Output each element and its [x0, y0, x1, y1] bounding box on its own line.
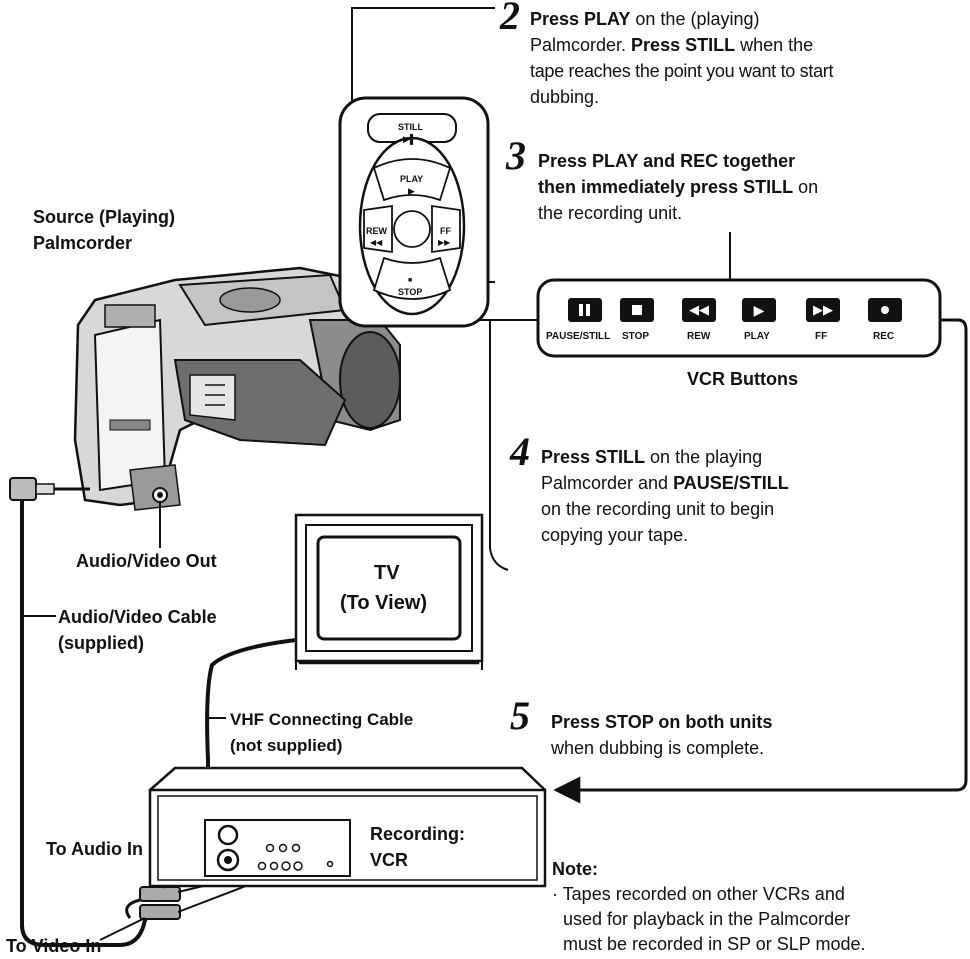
tv-label-line-1: TV	[374, 562, 400, 584]
note-line-1: · Tapes recorded on other VCRs and	[552, 884, 845, 904]
step-3-bold-2: then immediately press STILL	[538, 177, 794, 197]
step-2-bold-2: Press STILL	[631, 35, 736, 55]
fast-forward-icon: ▶▶	[813, 302, 833, 317]
vcr-illustration	[148, 766, 547, 888]
step-4-line-2: Palmcorder and PAUSE/STILL	[541, 472, 789, 494]
step-3-line-3: the recording unit.	[538, 203, 683, 223]
audio-in-label: To Audio In	[46, 839, 143, 859]
tv-illustration	[294, 513, 484, 670]
step-4-text-2: Palmcorder and	[541, 473, 674, 493]
step-5-number: 5	[510, 693, 530, 738]
note-line-3: must be recorded in SP or SLP mode.	[563, 934, 866, 954]
remote-play-label: PLAY	[400, 174, 424, 184]
vcr-label-pause-still: PAUSE/STILL	[546, 331, 611, 342]
vhf-label-line-1: VHF Connecting Cable	[230, 710, 414, 729]
step-5-line-2: when dubbing is complete.	[551, 738, 765, 758]
video-in-label: To Video In	[6, 936, 102, 956]
step-2-line-3: tape reaches the point you want to start	[530, 61, 834, 81]
remote-panel	[338, 96, 490, 328]
step-4-line-1: Press STILL on the playing	[541, 446, 762, 468]
vcr-label-play: PLAY	[744, 331, 770, 342]
remote-rew-label: REW	[366, 226, 387, 236]
vcr-button-stop[interactable]	[620, 298, 654, 322]
source-label-line-1: Source (Playing)	[33, 207, 176, 227]
step-3-number: 3	[506, 133, 526, 178]
step-4-line-3: on the recording unit to begin	[541, 499, 775, 519]
vcr-button-rew[interactable]: ◀◀	[682, 298, 716, 322]
play-icon: ▶	[753, 302, 765, 318]
step-3-line-2: then immediately press STILL on	[538, 176, 818, 198]
av-cable-label-line-1: Audio/Video Cable	[58, 607, 217, 627]
vcr-label-ff: FF	[815, 331, 828, 342]
step-2-line-4: dubbing.	[530, 87, 600, 107]
video-in-leader	[99, 917, 146, 941]
av-cable-label-line-2: (supplied)	[58, 633, 144, 653]
step-2-number: 2	[500, 0, 520, 38]
remote-play-icon: ▶	[408, 186, 415, 196]
step-4-line-4: copying your tape.	[541, 525, 689, 545]
note-title: Note:	[552, 859, 598, 879]
vcr-label-stop: STOP	[622, 331, 650, 342]
rewind-icon: ◀◀	[689, 302, 709, 317]
vcr-buttons-row: ◀◀ ▶ ▶▶ PAUSE/STILL STOP REW PLAY FF REC	[546, 298, 928, 346]
step-4-number: 4	[510, 429, 530, 474]
step-4-bold-1: Press STILL	[541, 447, 646, 467]
remote-stop-icon: ■	[408, 277, 413, 284]
vcr-label-rec: REC	[873, 331, 895, 342]
tv-label-line-2: (To View)	[340, 592, 428, 614]
vhf-cable	[205, 638, 297, 870]
av-out-label: Audio/Video Out	[76, 551, 217, 571]
remote-stop-label: STOP	[398, 287, 423, 297]
step-4-bold-2: PAUSE/STILL	[673, 473, 789, 493]
vcr-button-play[interactable]: ▶	[742, 298, 776, 322]
vcr-button-ff[interactable]: ▶▶	[806, 298, 840, 322]
step-4-text-1: on the playing	[645, 447, 763, 467]
remote-still-label: STILL	[398, 122, 423, 132]
step-3-text-2: on	[793, 177, 819, 197]
remote-still-icon: ▶▌	[403, 134, 417, 144]
vcr-label-rew: REW	[687, 331, 711, 342]
av-cable	[9, 477, 162, 947]
source-label-line-2: Palmcorder	[33, 233, 133, 253]
step-2-text-1: on the (playing)	[630, 9, 760, 29]
note-line-2: used for playback in the Palmcorder	[563, 909, 851, 929]
pause-icon	[579, 304, 583, 316]
step-2-text-2a: Palmcorder.	[530, 35, 632, 55]
step-2-line-1: Press PLAY on the (playing)	[530, 8, 759, 30]
step-3-line-1: Press PLAY and REC together	[538, 151, 796, 171]
vcr-buttons-caption: VCR Buttons	[687, 369, 798, 389]
step-2-line-2: Palmcorder. Press STILL when the	[530, 34, 813, 56]
panel-to-vcr-arrow	[553, 318, 968, 804]
palmcorder-illustration	[73, 266, 401, 511]
step-5-line-1: Press STOP on both units	[551, 712, 773, 732]
step-2-bold-1: Press PLAY	[530, 9, 631, 29]
recording-label-line-1: Recording:	[370, 824, 466, 844]
recording-label-line-2: VCR	[370, 850, 409, 870]
remote-ff-label: FF	[440, 226, 451, 236]
vhf-label-line-2: (not supplied)	[230, 736, 343, 755]
vcr-button-pause-still[interactable]	[568, 298, 602, 322]
step4-leader-curve	[489, 320, 509, 571]
stop-icon	[632, 305, 642, 315]
remote-rew-icon: ◀◀	[370, 238, 383, 247]
record-icon	[881, 306, 889, 314]
vcr-button-rec[interactable]	[868, 298, 902, 322]
remote-ff-icon: ▶▶	[438, 238, 451, 247]
step-2-text-2c: when the	[735, 35, 814, 55]
